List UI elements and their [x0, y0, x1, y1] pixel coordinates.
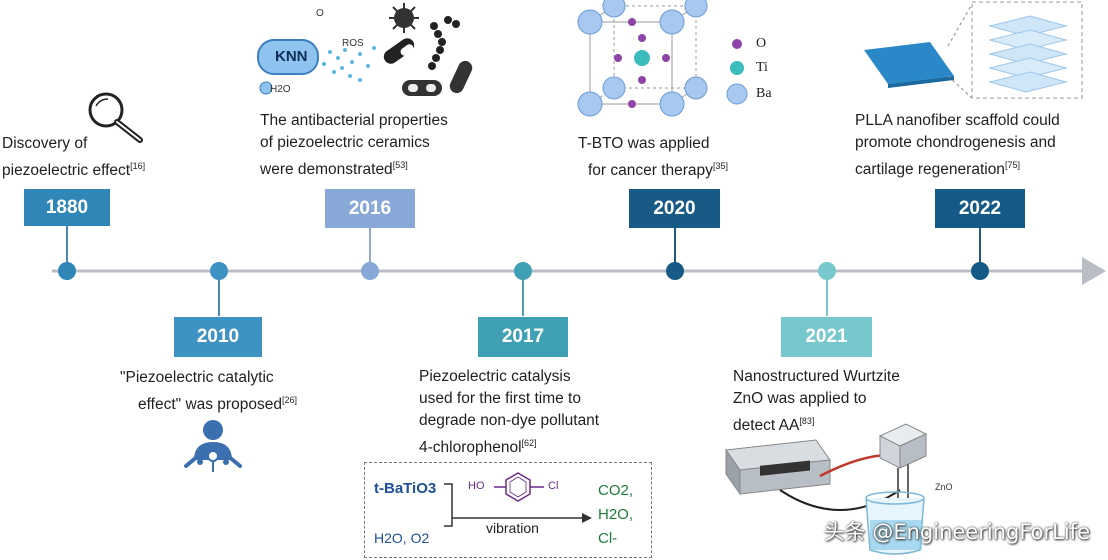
desc-2022-line-1: PLLA nanofiber scaffold could — [855, 112, 1060, 129]
stem-2010 — [218, 280, 220, 316]
stem-2016 — [369, 228, 371, 264]
o2-label: O — [316, 8, 324, 19]
desc-2010-line-1: "Piezoelectric catalytic — [120, 369, 274, 386]
node-2010 — [210, 262, 228, 280]
ho-label: HO — [468, 480, 485, 492]
desc-1880-ref: [16] — [130, 161, 146, 171]
desc-2016-line-2: of piezoelectric ceramics — [260, 134, 430, 151]
desc-2022: PLLA nanofiber scaffold could promote ch… — [855, 110, 1060, 181]
year-1880: 1880 — [24, 189, 110, 226]
year-2022: 2022 — [935, 189, 1025, 228]
desc-2010: "Piezoelectric catalytic effect" was pro… — [120, 367, 297, 416]
legend-o: O — [756, 36, 767, 51]
desc-1880-line-1: Discovery of — [2, 135, 88, 152]
node-1880 — [58, 262, 76, 280]
node-2016 — [361, 262, 379, 280]
crystal-legend-markers — [726, 39, 748, 105]
desc-2016-line-1: The antibacterial properties — [260, 112, 448, 129]
vibration-label: vibration — [486, 520, 539, 536]
stem-2020 — [674, 228, 676, 264]
ros-label: ROS — [342, 38, 364, 49]
year-2016: 2016 — [325, 189, 415, 228]
watermark: 头条 @EngineeringForLife — [823, 520, 1090, 544]
desc-2017-line-2: used for the first time to — [419, 390, 581, 407]
desc-2021-line-1: Nanostructured Wurtzite — [733, 368, 900, 385]
desc-2016-ref: [53] — [392, 160, 408, 170]
desc-2020-line-1: T-BTO was applied — [578, 135, 710, 152]
cl-label: Cl — [548, 480, 559, 492]
reactant-label: t-BaTiO3 — [374, 480, 437, 497]
year-2010: 2010 — [174, 317, 262, 357]
desc-2016-line-3: were demonstrated — [260, 161, 393, 178]
desc-2017-line-4: 4-chlorophenol — [419, 439, 522, 456]
desc-2022-line-3: cartilage regeneration — [855, 161, 1005, 178]
desc-2021-line-3: detect AA — [733, 417, 800, 434]
year-2021: 2021 — [781, 317, 872, 357]
desc-2022-line-2: promote chondrogenesis and — [855, 134, 1056, 151]
conditions-label: H2O, O2 — [374, 530, 430, 546]
h2o-label: H2O — [270, 84, 291, 95]
scaffold-illustration — [864, 1, 1083, 99]
node-2017 — [514, 262, 532, 280]
reaction-scheme — [444, 472, 592, 527]
node-2022 — [971, 262, 989, 280]
legend-ti: Ti — [756, 60, 768, 75]
desc-2010-line-2: effect" was proposed — [138, 396, 282, 413]
desc-2017-ref: [62] — [521, 438, 537, 448]
magnifier-icon — [88, 92, 143, 143]
reaction-box — [364, 462, 652, 558]
desc-2017-line-3: degrade non-dye pollutant — [419, 412, 600, 429]
legend-ba: Ba — [756, 86, 772, 101]
desc-1880: Discovery of piezoelectric effect[16] — [2, 133, 145, 182]
desc-2021-line-2: ZnO was applied to — [733, 390, 867, 407]
desc-2020-ref: [35] — [712, 161, 728, 171]
stem-1880 — [66, 226, 68, 264]
desc-2020: T-BTO was applied for cancer therapy[35] — [578, 133, 728, 182]
antibacterial-illustration — [257, 3, 473, 96]
desc-2022-ref: [75] — [1004, 160, 1020, 170]
node-2021 — [818, 262, 836, 280]
desc-2017-line-1: Piezoelectric catalysis — [419, 368, 571, 385]
crystal-structure — [577, 0, 708, 117]
electrochemical-setup — [725, 423, 928, 555]
stem-2017 — [522, 280, 524, 316]
product-co2: CO2, — [598, 482, 634, 499]
desc-2017: Piezoelectric catalysis used for the fir… — [419, 366, 599, 459]
stem-2021 — [826, 280, 828, 316]
year-2020: 2020 — [629, 189, 720, 228]
node-2020 — [666, 262, 684, 280]
desc-2021: Nanostructured Wurtzite ZnO was applied … — [733, 366, 900, 437]
desc-2016: The antibacterial properties of piezoele… — [260, 110, 448, 181]
year-2017: 2017 — [478, 317, 568, 357]
desc-2020-line-2: for cancer therapy — [588, 162, 713, 179]
product-cl: Cl- — [598, 530, 618, 547]
axis-arrowhead — [1082, 257, 1106, 285]
stem-2022 — [979, 228, 981, 264]
desc-1880-line-2: piezoelectric effect — [2, 162, 131, 179]
scientist-icon — [184, 420, 242, 472]
product-h2o: H2O, — [598, 506, 634, 523]
knn-label: KNN — [275, 48, 308, 65]
zno-label: ZnO — [935, 482, 953, 492]
desc-2010-ref: [26] — [281, 395, 297, 405]
desc-2021-ref: [83] — [799, 416, 815, 426]
